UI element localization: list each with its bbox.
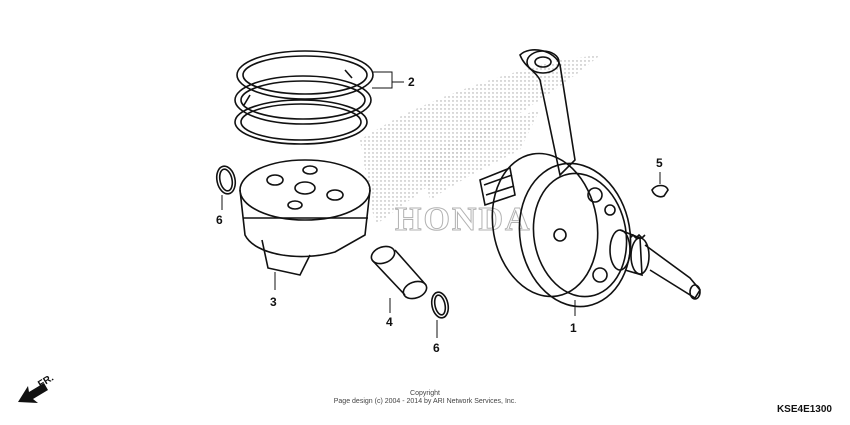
- piston-rings[interactable]: [234, 50, 374, 145]
- crankshaft[interactable]: [479, 49, 701, 316]
- callout-1[interactable]: 1: [570, 321, 577, 335]
- diagram-code: KSE4E1300: [776, 404, 832, 415]
- callout-3[interactable]: 3: [270, 295, 277, 309]
- callout-bracket-2: [372, 71, 393, 89]
- piston[interactable]: [239, 159, 371, 276]
- callout-5[interactable]: 5: [656, 156, 663, 170]
- callout-6a[interactable]: 6: [216, 213, 223, 227]
- front-direction-arrow-icon: [18, 383, 48, 403]
- piston-pin[interactable]: [369, 243, 429, 301]
- copyright-notice: Page design (c) 2004 - 2014 by ARI Netwo…: [333, 398, 517, 405]
- callout-2[interactable]: 2: [408, 75, 415, 89]
- callout-6b[interactable]: 6: [433, 341, 440, 355]
- woodruff-key[interactable]: [651, 184, 669, 198]
- honda-wing-watermark: HONDA: [360, 55, 600, 239]
- piston-pin-clip-left[interactable]: [214, 164, 237, 195]
- copyright-title: Copyright: [410, 390, 440, 397]
- callout-4[interactable]: 4: [386, 315, 393, 329]
- piston-pin-clip-right[interactable]: [429, 291, 450, 320]
- honda-watermark-text: HONDA: [395, 201, 532, 238]
